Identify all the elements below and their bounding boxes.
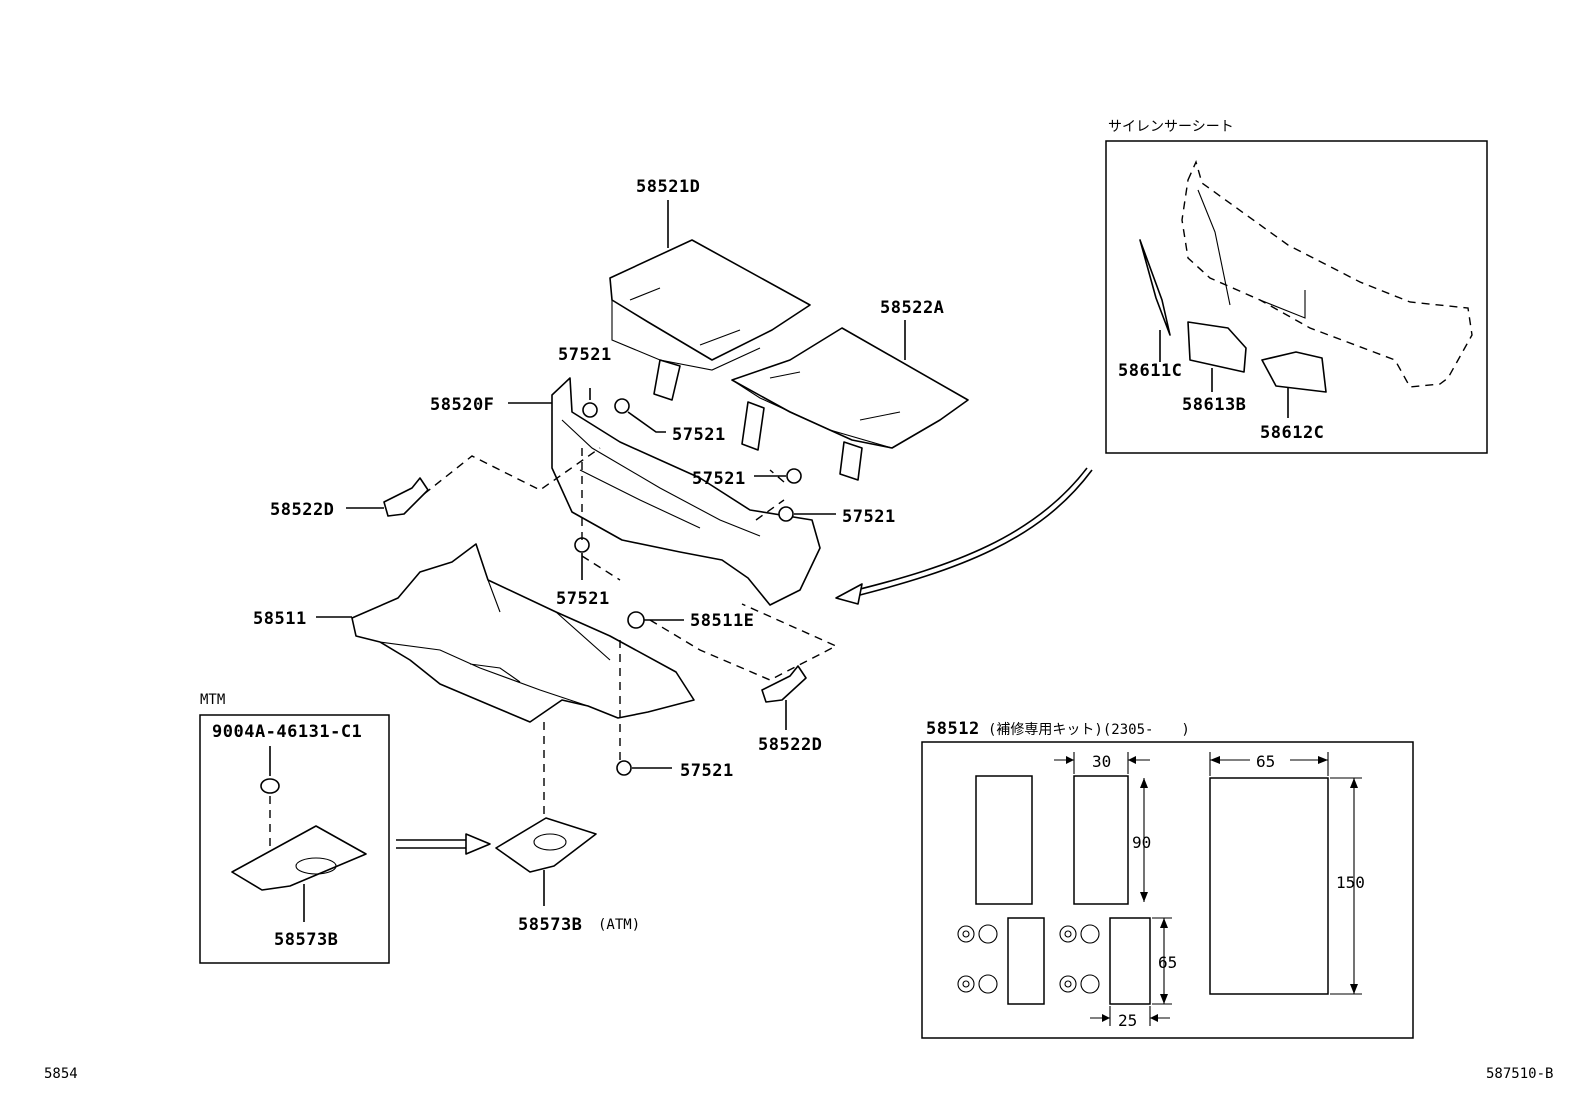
label-58520f: 58520F bbox=[430, 395, 494, 415]
kit-pad-5 bbox=[1109, 917, 1151, 1005]
label-57521-a: 57521 bbox=[558, 345, 612, 365]
part-58522a-tab-right bbox=[839, 441, 863, 481]
footer-right-code: 587510-B bbox=[1486, 1066, 1553, 1082]
silencer-panel-outline bbox=[1181, 159, 1473, 388]
kit-pad-3 bbox=[1209, 777, 1329, 995]
label-58613b: 58613B bbox=[1182, 395, 1246, 415]
silencer-sheet-inset: サイレンサーシート 58611C 58613B 58612C bbox=[1105, 119, 1488, 454]
label-clip-9004a: 9004A-46131-C1 bbox=[212, 722, 362, 742]
assembly-dashed-lines bbox=[423, 447, 838, 830]
clip-57521-d-icon bbox=[778, 506, 794, 522]
label-58511: 58511 bbox=[253, 609, 307, 629]
label-57521-d: 57521 bbox=[842, 507, 896, 527]
part-58522a-shape bbox=[731, 327, 969, 449]
silencer-inset-title: サイレンサーシート bbox=[1108, 119, 1234, 135]
sheet-58611c-shape bbox=[1139, 239, 1171, 336]
part-58511-detail bbox=[379, 579, 611, 707]
label-58612c: 58612C bbox=[1260, 423, 1324, 443]
label-atm-suffix: (ATM) bbox=[598, 917, 640, 933]
repair-kit-58512: 58512 (補修専用キット)(2305- ) 30 bbox=[921, 719, 1414, 1039]
silencer-inset-frame bbox=[1105, 140, 1488, 454]
inset-pointer-arrow bbox=[835, 467, 1093, 605]
kit-pad-4 bbox=[1007, 917, 1045, 1005]
dim-width-30: 30 bbox=[1054, 752, 1150, 774]
kit-part-number: 58512 bbox=[926, 719, 980, 739]
clip-57521-e-icon bbox=[574, 537, 590, 553]
part-58522a-tab-left bbox=[741, 401, 765, 451]
dim-width-65: 65 bbox=[1209, 752, 1329, 776]
dim-90-text: 90 bbox=[1132, 833, 1151, 852]
grommet-58511e-icon bbox=[627, 611, 645, 629]
dim-width-25: 25 bbox=[1090, 1006, 1170, 1030]
leader-57521-b bbox=[627, 411, 666, 433]
clip-57521-a-icon bbox=[582, 402, 598, 418]
kit-note: (補修専用キット)(2305- ) bbox=[988, 722, 1190, 738]
part-58520f-detail bbox=[561, 419, 761, 537]
part-58521d-tab bbox=[653, 359, 681, 401]
dim-height-150: 150 bbox=[1330, 777, 1365, 995]
dim-150-text: 150 bbox=[1336, 873, 1365, 892]
dim-height-90: 90 bbox=[1132, 778, 1151, 902]
part-58522a-detail bbox=[731, 371, 901, 449]
clip-58522d-left-icon bbox=[383, 477, 429, 517]
clip-57521-b-icon bbox=[614, 398, 630, 414]
label-57521-b: 57521 bbox=[672, 425, 726, 445]
clip-9004a-icon bbox=[260, 778, 280, 794]
label-58573b-atm: 58573B bbox=[518, 915, 582, 935]
mtm-inset-title: MTM bbox=[200, 692, 225, 708]
part-58511-shape bbox=[351, 543, 695, 723]
dim-30-text: 30 bbox=[1092, 752, 1111, 771]
part-58573b-mtm-shape bbox=[231, 825, 367, 891]
label-58511e: 58511E bbox=[690, 611, 754, 631]
sheet-58612c-shape bbox=[1261, 351, 1327, 393]
main-exploded-view: 58521D 58522A 58520F 57521 57521 57521 5… bbox=[253, 177, 969, 935]
label-58522d-right: 58522D bbox=[758, 735, 822, 755]
mtm-inset: MTM 9004A-46131-C1 58573B bbox=[199, 692, 390, 964]
part-58521d-shape bbox=[609, 239, 811, 361]
part-58573b-atm-shape bbox=[495, 817, 597, 873]
part-58573b-atm-detail bbox=[533, 833, 567, 851]
dim-65-top-text: 65 bbox=[1256, 752, 1275, 771]
part-58520f-shape bbox=[551, 377, 821, 606]
label-58611c: 58611C bbox=[1118, 361, 1182, 381]
dim-25-text: 25 bbox=[1118, 1011, 1137, 1030]
clip-57521-c-icon bbox=[786, 468, 802, 484]
dim-65-side-text: 65 bbox=[1158, 953, 1177, 972]
clip-57521-f-icon bbox=[616, 760, 632, 776]
label-57521-e: 57521 bbox=[556, 589, 610, 609]
label-58522a: 58522A bbox=[880, 298, 944, 318]
kit-frame bbox=[921, 741, 1414, 1039]
kit-pad-1 bbox=[975, 775, 1033, 905]
kit-discs bbox=[957, 924, 1100, 994]
label-57521-c: 57521 bbox=[692, 469, 746, 489]
label-58522d-left: 58522D bbox=[270, 500, 334, 520]
dim-height-65: 65 bbox=[1152, 917, 1177, 1005]
label-57521-f: 57521 bbox=[680, 761, 734, 781]
mtm-to-atm-arrow bbox=[396, 833, 491, 855]
mtm-inset-frame bbox=[199, 714, 390, 964]
sheet-58613b-shape bbox=[1187, 321, 1247, 373]
part-58573b-mtm-detail bbox=[295, 857, 337, 875]
silencer-panel-detail bbox=[1197, 189, 1306, 319]
label-58573b-mtm: 58573B bbox=[274, 930, 338, 950]
kit-pad-2 bbox=[1073, 775, 1129, 905]
clip-58522d-right-icon bbox=[761, 665, 807, 703]
footer-left-code: 5854 bbox=[44, 1066, 78, 1082]
label-58521d: 58521D bbox=[636, 177, 700, 197]
